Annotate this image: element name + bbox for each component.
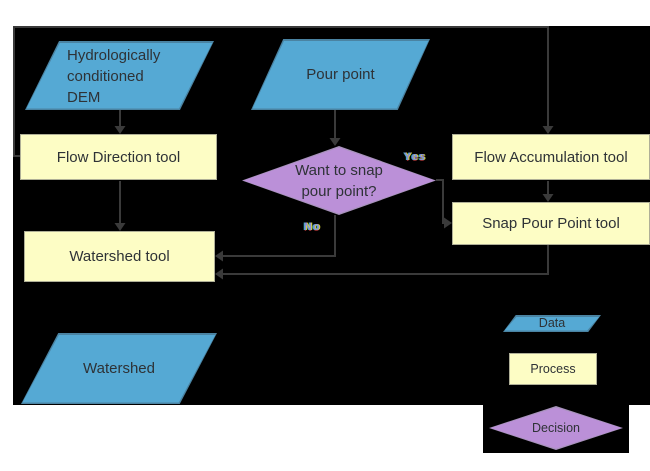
- node-dem-label-line1: Hydrologically: [67, 47, 161, 64]
- node-dem-label-line2: conditioned: [67, 68, 144, 85]
- node-flow-direction-label: Flow Direction tool: [56, 148, 181, 166]
- legend-decision-label: Decision: [532, 420, 580, 435]
- node-snap-decision-label: Want to snap pour point?: [242, 146, 436, 215]
- node-watershed-tool-label: Watershed tool: [69, 248, 170, 265]
- node-snap-decision-line2: pour point?: [301, 182, 377, 200]
- node-flow-accumulation-tool: Flow Accumulation tool: [452, 134, 650, 180]
- node-watershed-tool: Watershed tool: [24, 231, 215, 282]
- node-watershed-output-label: Watershed: [83, 360, 155, 377]
- edge-label-no: No: [304, 221, 321, 233]
- node-snap-decision-line1: Want to snap: [295, 161, 383, 179]
- node-flow-direction-tool: Flow Direction tool: [20, 134, 217, 180]
- legend-process-label: Process: [530, 361, 576, 376]
- node-snap-pour-point-tool: Snap Pour Point tool: [452, 202, 650, 245]
- node-watershed-output: Watershed: [21, 333, 217, 404]
- node-watershed-output-fill: [22, 334, 216, 403]
- node-flow-accumulation-label: Flow Accumulation tool: [474, 148, 628, 166]
- node-dem-label-line3: DEM: [67, 89, 101, 106]
- legend-process-shape: Process: [509, 353, 597, 385]
- legend-data-label: Data: [538, 316, 566, 330]
- edge-label-yes: Yes: [404, 151, 426, 163]
- legend-data-shape: Data: [503, 315, 601, 332]
- legend-data-fill: [504, 316, 600, 331]
- node-snap-pour-point-label: Snap Pour Point tool: [482, 215, 620, 232]
